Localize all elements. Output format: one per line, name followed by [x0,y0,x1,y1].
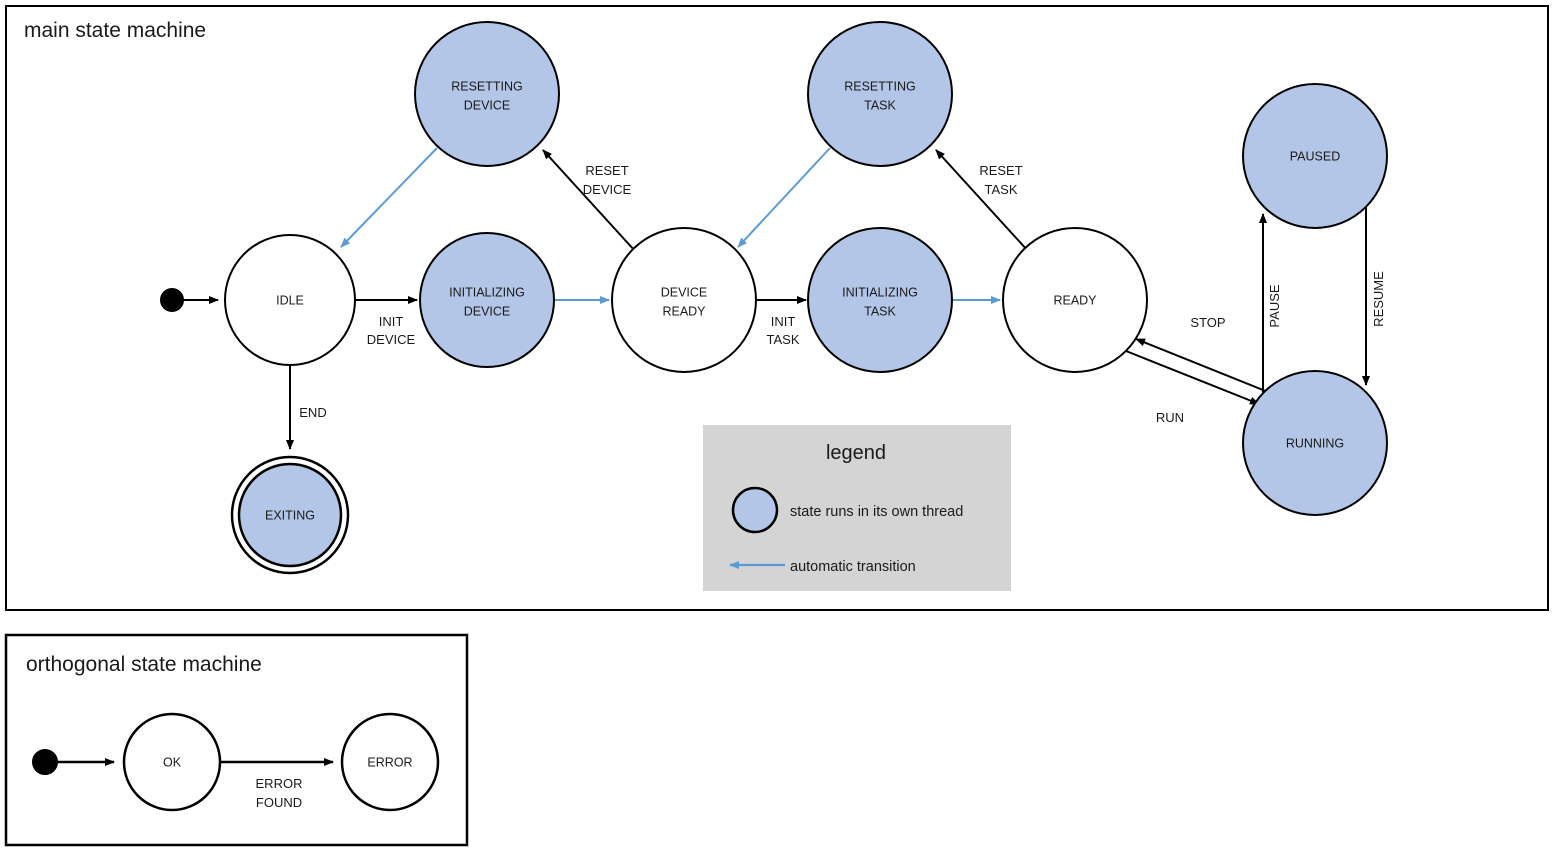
state-label-paused: PAUSED [1290,149,1340,163]
legend-title: legend [826,442,886,464]
state-node-device-ready[interactable]: DEVICE READY [611,227,757,373]
state-label-resetting-task-line1: RESETTING [844,79,916,93]
state-node-idle[interactable]: IDLE [224,234,356,366]
state-label-initializing-task-line2: TASK [864,304,896,318]
transition-label-reset-task-line1: RESET [979,163,1022,178]
state-node-resetting-task[interactable]: RESETTING TASK [807,21,953,167]
initial-state-dot-orthogonal [32,749,58,775]
state-label-resetting-device-line1: RESETTING [451,79,523,93]
legend-item-label-automatic-transition: automatic transition [790,559,916,575]
transition-reset-device: RESET DEVICE [542,149,636,252]
transition-auto-idle [340,147,438,248]
state-label-device-ready-line1: DEVICE [661,285,708,299]
transition-stop: STOP [1135,315,1269,393]
state-label-running: RUNNING [1286,436,1344,450]
state-label-initializing-device-line2: DEVICE [464,304,511,318]
state-node-error[interactable]: ERROR [340,712,440,812]
transition-label-init-device-line1: INIT [379,314,404,329]
transition-pause: PAUSE [1259,213,1282,396]
state-label-resetting-task-line2: TASK [864,98,896,112]
transition-label-end: END [299,405,326,420]
transition-run: RUN [1125,350,1260,425]
transition-label-error-found-line1: ERROR [256,776,303,791]
state-label-idle: IDLE [276,293,304,307]
main-frame-title: main state machine [24,19,206,42]
transition-label-reset-device-line2: DEVICE [583,182,632,197]
state-label-error: ERROR [367,755,412,769]
transition-label-pause: PAUSE [1267,284,1282,327]
state-node-ok[interactable]: OK [122,712,222,812]
state-node-initializing-device[interactable]: INITIALIZING DEVICE [419,232,555,368]
state-label-exiting: EXITING [265,508,315,522]
transition-label-init-task-line2: TASK [767,332,800,347]
state-label-resetting-device-line2: DEVICE [464,98,511,112]
transition-reset-task: RESET TASK [935,149,1029,252]
transition-label-reset-device-line1: RESET [585,163,628,178]
legend-threaded-state-icon [731,486,779,534]
legend: legend state runs in its own thread auto… [703,425,1011,591]
transition-auto-device-ready-2 [737,147,831,248]
legend-item-label-threaded-state: state runs in its own thread [790,504,963,520]
transition-error-found: ERROR FOUND [221,758,334,810]
initial-state-dot-main [160,288,184,312]
orthogonal-frame-title: orthogonal state machine [26,653,262,676]
state-label-ready: READY [1053,293,1097,307]
transition-label-error-found-line2: FOUND [256,795,302,810]
transition-label-resume: RESUME [1371,271,1386,327]
transition-init-task: INIT TASK [757,296,807,347]
transition-label-init-task-line1: INIT [771,314,796,329]
state-node-running[interactable]: RUNNING [1242,370,1388,516]
transition-end: END [286,365,327,450]
state-node-initializing-task[interactable]: INITIALIZING TASK [807,227,953,373]
state-node-paused[interactable]: PAUSED [1242,83,1388,229]
transition-label-init-device-line2: DEVICE [367,332,416,347]
transition-resume: RESUME [1362,205,1386,386]
transition-label-stop: STOP [1190,315,1225,330]
state-node-ready[interactable]: READY [1002,227,1148,373]
transition-label-run: RUN [1156,410,1184,425]
state-label-device-ready-line2: READY [662,304,706,318]
transition-label-reset-task-line2: TASK [985,182,1018,197]
transition-init-device: INIT DEVICE [355,296,418,347]
state-node-exiting[interactable]: EXITING [230,455,350,575]
state-label-initializing-device-line1: INITIALIZING [449,285,525,299]
state-node-resetting-device[interactable]: RESETTING DEVICE [414,21,560,167]
state-label-ok: OK [163,755,182,769]
state-label-initializing-task-line1: INITIALIZING [842,285,918,299]
